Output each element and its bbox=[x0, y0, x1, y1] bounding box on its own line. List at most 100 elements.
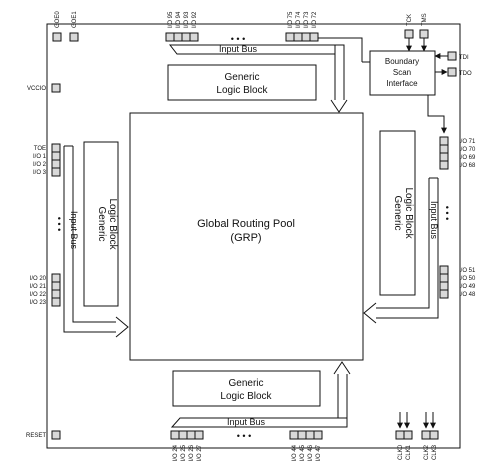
label-tms: TMS bbox=[422, 13, 428, 26]
pin-clk2 bbox=[421, 430, 431, 440]
label-io-51: I/O 51 bbox=[459, 268, 476, 274]
pin-io-21 bbox=[51, 281, 61, 291]
pin-io-72 bbox=[309, 32, 319, 42]
right-ellipsis: • • • bbox=[442, 206, 452, 220]
label-io-22: I/O 22 bbox=[30, 292, 47, 298]
bottom-logic-block-line1: Generic bbox=[228, 378, 263, 389]
label-io-2: I/O 2 bbox=[33, 162, 47, 168]
top-bus-edge-right bbox=[335, 44, 345, 100]
label-io-24: I/O 24 bbox=[173, 444, 179, 461]
pin-clk1 bbox=[403, 430, 413, 440]
label-io-75: I/O 75 bbox=[288, 11, 294, 28]
top-bus-arrow bbox=[330, 99, 348, 113]
label-io-49: I/O 49 bbox=[459, 284, 476, 290]
left-input-bus-label: Input Bus bbox=[69, 211, 79, 250]
pin-io-26 bbox=[186, 430, 196, 440]
right-logic-block bbox=[379, 130, 416, 296]
pin-io-51 bbox=[439, 265, 449, 275]
pin-goe0 bbox=[52, 32, 62, 42]
bottom-bus-arrow bbox=[333, 361, 351, 375]
label-reset: RESET bbox=[26, 433, 46, 439]
label-tck: TCK bbox=[407, 14, 413, 26]
jtag-to-top-io bbox=[318, 37, 363, 62]
pin-io-2 bbox=[51, 159, 61, 169]
pins-right bbox=[439, 51, 457, 299]
pin-io-25 bbox=[178, 430, 188, 440]
left-bus-arrow bbox=[115, 316, 129, 338]
label-io-95: I/O 95 bbox=[168, 11, 174, 28]
label-tdi: TDI bbox=[459, 55, 469, 61]
left-ellipsis: • • • bbox=[54, 217, 64, 231]
label-io-70: I/O 70 bbox=[459, 147, 476, 153]
grp-subtitle: (GRP) bbox=[230, 232, 261, 244]
bottom-logic-block bbox=[172, 370, 321, 407]
jtag-line2: Scan bbox=[393, 68, 411, 77]
label-clk3: CLK3 bbox=[432, 444, 438, 460]
right-logic-block-line2: Logic Block bbox=[403, 187, 414, 239]
pin-vccio bbox=[51, 83, 61, 93]
left-logic-block-line2: Logic Block bbox=[107, 198, 118, 250]
right-input-bus-label: Input Bus bbox=[429, 201, 439, 240]
pin-io-45 bbox=[297, 430, 307, 440]
pins-bottom bbox=[170, 430, 439, 440]
pins-left bbox=[51, 83, 61, 440]
pin-labels-left: VCCIO TOE I/O 1 I/O 2 I/O 3 I/O 20 I/O 2… bbox=[26, 86, 47, 439]
label-io-73: I/O 73 bbox=[304, 11, 310, 28]
jtag-line3: Interface bbox=[386, 79, 418, 88]
label-io-1: I/O 1 bbox=[33, 154, 47, 160]
right-bus-edge-outer bbox=[376, 178, 439, 319]
pin-io-46 bbox=[305, 430, 315, 440]
label-toe: TOE bbox=[34, 146, 46, 152]
label-io-68: I/O 68 bbox=[459, 163, 476, 169]
pin-io-20 bbox=[51, 273, 61, 283]
label-io-44: I/O 44 bbox=[292, 444, 298, 461]
label-clk2: CLK2 bbox=[424, 444, 430, 460]
pin-io-73 bbox=[301, 32, 311, 42]
label-vccio: VCCIO bbox=[27, 86, 46, 92]
pin-io-71 bbox=[439, 136, 449, 146]
pin-goe1 bbox=[69, 32, 79, 42]
label-io-26: I/O 26 bbox=[189, 444, 195, 461]
label-io-92: I/O 92 bbox=[192, 11, 198, 28]
pin-io-49 bbox=[439, 281, 449, 291]
label-tdo: TDO bbox=[459, 71, 472, 77]
label-io-50: I/O 50 bbox=[459, 276, 476, 282]
label-io-21: I/O 21 bbox=[30, 284, 47, 290]
pin-clk0 bbox=[395, 430, 405, 440]
bottom-ellipsis: • • • bbox=[237, 431, 251, 441]
boundary-scan-interface bbox=[369, 50, 436, 96]
label-io-48: I/O 48 bbox=[459, 292, 476, 298]
label-io-93: I/O 93 bbox=[184, 11, 190, 28]
label-io-94: I/O 94 bbox=[176, 11, 182, 28]
label-io-74: I/O 74 bbox=[296, 11, 302, 28]
left-bus-edge-inner bbox=[72, 146, 116, 323]
pin-io-92 bbox=[189, 32, 199, 42]
pin-tdi bbox=[447, 51, 457, 61]
top-input-bus-label: Input Bus bbox=[219, 44, 258, 54]
label-io-27: I/O 27 bbox=[197, 444, 203, 461]
right-bus-edge-inner bbox=[376, 178, 430, 309]
pin-io-47 bbox=[313, 430, 323, 440]
pin-io-50 bbox=[439, 273, 449, 283]
global-routing-pool bbox=[129, 112, 364, 361]
label-io-71: I/O 71 bbox=[459, 139, 476, 145]
pin-toe bbox=[51, 143, 61, 153]
left-bus-edge-outer bbox=[63, 146, 116, 333]
pin-io-74 bbox=[293, 32, 303, 42]
pin-io-94 bbox=[173, 32, 183, 42]
pin-io-24 bbox=[170, 430, 180, 440]
pin-labels-right: TDI TDO I/O 71 I/O 70 I/O 69 I/O 68 I/O … bbox=[459, 55, 476, 298]
left-logic-block bbox=[83, 141, 119, 307]
label-io-20: I/O 20 bbox=[30, 276, 47, 282]
top-logic-block-line2: Logic Block bbox=[216, 85, 268, 96]
right-bus-arrow bbox=[363, 302, 377, 324]
label-io-3: I/O 3 bbox=[33, 170, 47, 176]
pin-tms bbox=[419, 29, 429, 39]
label-goe1: GOE1 bbox=[72, 11, 78, 28]
label-io-23: I/O 23 bbox=[30, 300, 47, 306]
pin-io-93 bbox=[181, 32, 191, 42]
pin-io-68 bbox=[439, 160, 449, 170]
pin-io-75 bbox=[285, 32, 295, 42]
pin-labels-bottom: I/O 24 I/O 25 I/O 26 I/O 27 I/O 44 I/O 4… bbox=[173, 444, 438, 461]
